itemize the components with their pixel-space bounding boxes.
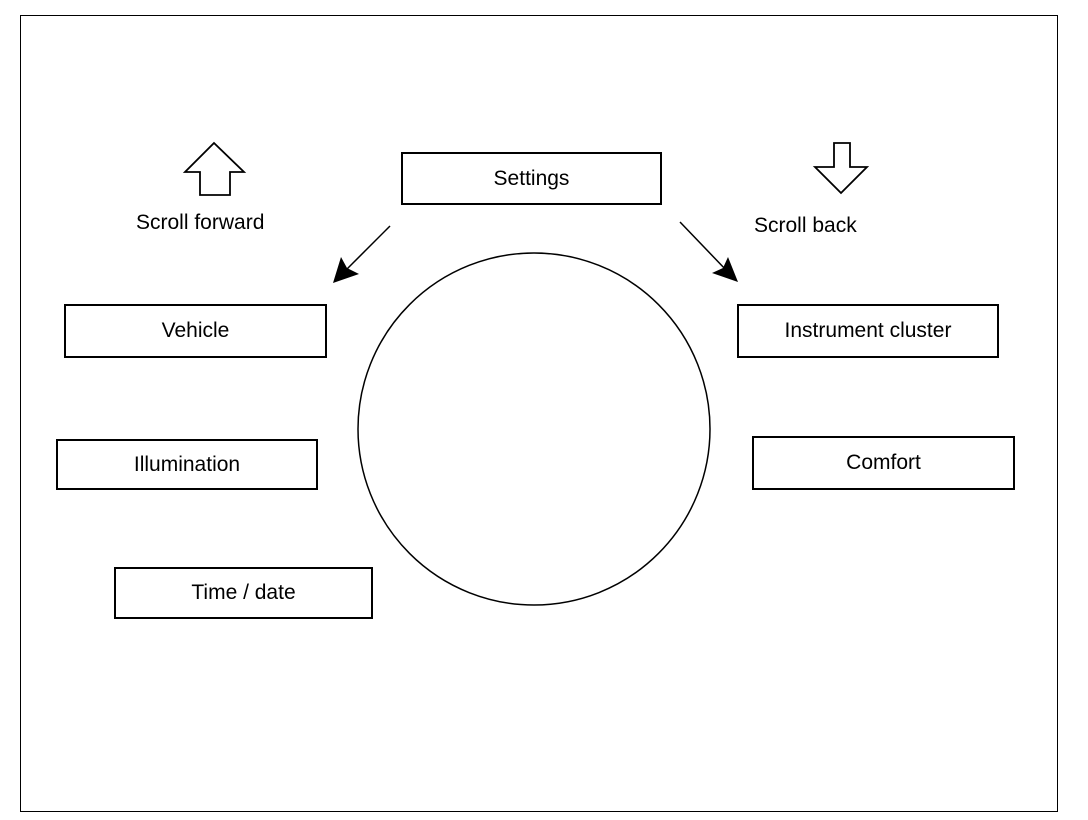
connector-arrow-left (343, 225, 391, 273)
comfort-box: Comfort (752, 436, 1015, 490)
control-knob-circle (357, 252, 711, 606)
arrow-up-outline-icon (182, 141, 247, 196)
vehicle-box: Vehicle (64, 304, 327, 358)
illumination-label: Illumination (133, 452, 241, 476)
illumination-box: Illumination (56, 439, 318, 490)
instrument-cluster-box: Instrument cluster (737, 304, 999, 358)
instrument-cluster-label: Instrument cluster (784, 319, 952, 342)
settings-box: Settings (401, 152, 662, 205)
diagram-frame (20, 15, 1058, 812)
comfort-label: Comfort (846, 451, 921, 474)
arrowhead-left-icon (333, 257, 359, 283)
scroll-back-label: Scroll back (754, 214, 857, 237)
arrow-down-outline-icon (812, 142, 870, 195)
arrowhead-right-icon (712, 257, 738, 282)
connector-arrow-right (679, 221, 728, 272)
time-date-box: Time / date (114, 567, 373, 619)
settings-label: Settings (493, 166, 570, 190)
vehicle-label: Vehicle (161, 319, 230, 342)
scroll-forward-label: Scroll forward (136, 211, 265, 234)
time-date-label: Time / date (191, 581, 296, 604)
